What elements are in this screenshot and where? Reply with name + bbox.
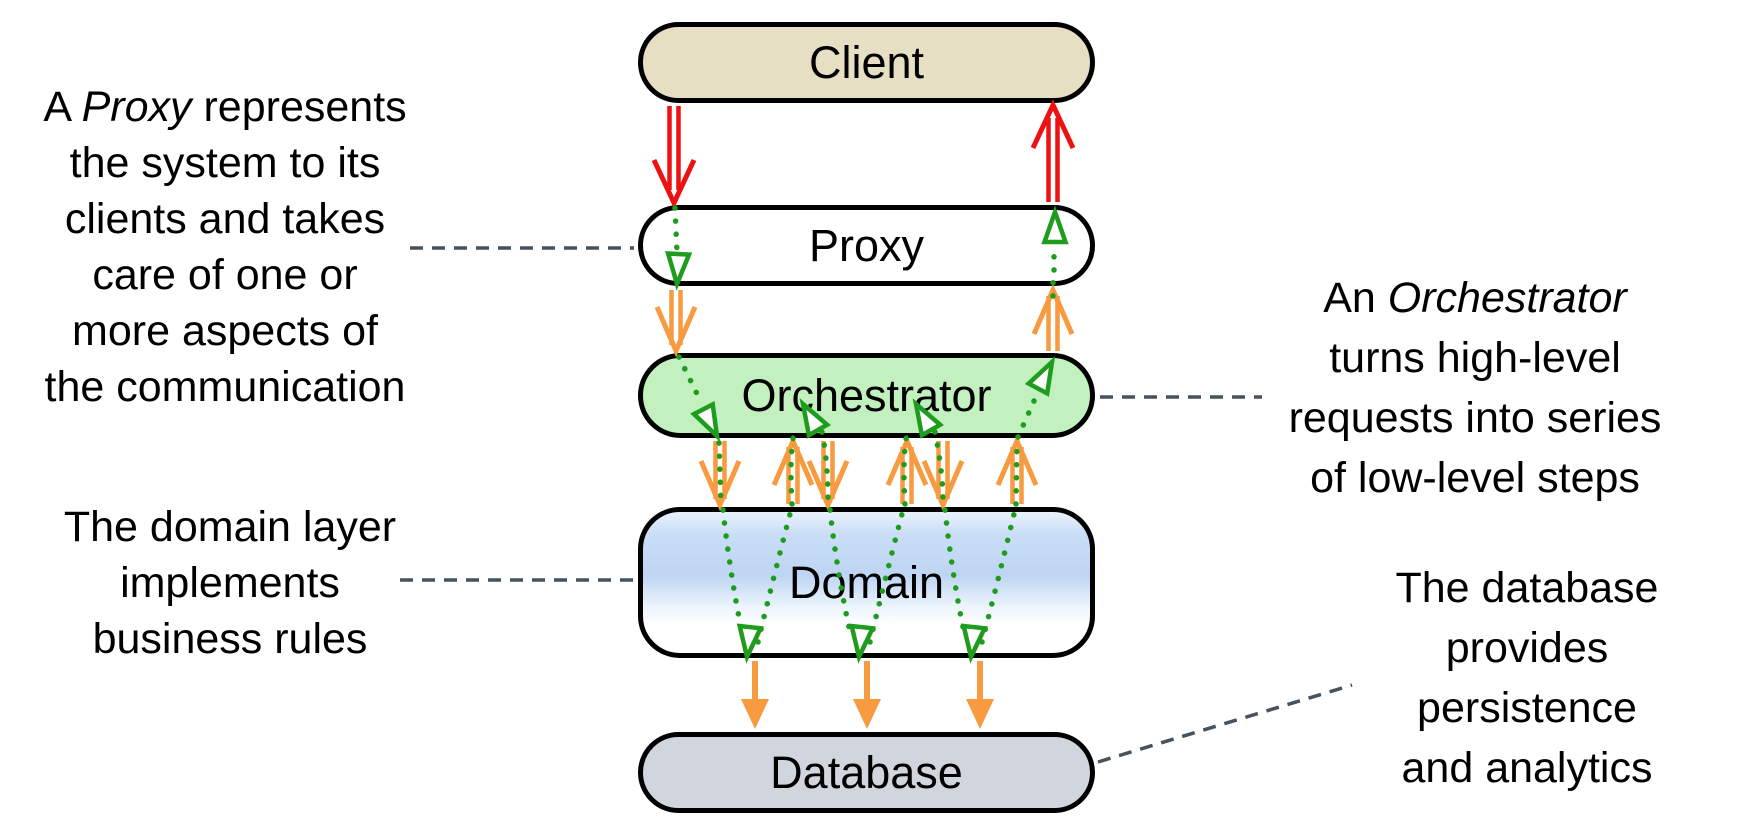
proxy-note-line1: A Proxy represents (43, 83, 407, 131)
proxy-note-line5: more aspects of (72, 307, 378, 355)
layer-box-database: Database (638, 732, 1095, 813)
arrow-orch-domain-down-3 (921, 441, 965, 512)
domain-note-line1: The domain layer (63, 503, 397, 551)
layer-box-client: Client (638, 22, 1095, 103)
orchestrator-note-line1: An Orchestrator (1323, 274, 1627, 322)
layer-label-client: Client (808, 37, 925, 88)
layer-box-orchestrator: Orchestrator (638, 353, 1095, 438)
layer-box-domain: Domain (638, 507, 1095, 658)
layer-label-proxy: Proxy (808, 220, 925, 271)
proxy-note: A Proxy represents the system to its cli… (0, 79, 450, 415)
arrows-orchestrator-domain (698, 434, 1039, 512)
orchestrator-note: An Orchestrator turns high-level request… (1272, 268, 1678, 508)
arrow-domain-orch-up-3 (995, 434, 1039, 504)
proxy-note-line6: the communication (44, 363, 406, 411)
orchestrator-note-line3: requests into series (1288, 394, 1662, 442)
domain-note-line2: implements (120, 559, 340, 607)
arrow-domain-orch-up-2 (885, 434, 929, 504)
orchestrator-note-line2: turns high-level (1329, 334, 1621, 382)
layer-label-database: Database (770, 747, 963, 798)
database-note-line4: and analytics (1401, 744, 1653, 792)
arrow-domain-orch-up-1 (771, 434, 815, 504)
database-note-line2: provides (1445, 624, 1609, 672)
callout-lines (400, 246, 1353, 764)
database-note-line1: The database (1395, 564, 1659, 612)
database-note-connector (1097, 683, 1353, 764)
arrow-proxy-to-client-up (1030, 99, 1076, 202)
proxy-note-line3: clients and takes (64, 195, 386, 243)
arrow-domain-db-1 (741, 661, 769, 729)
database-note-line3: persistence (1417, 684, 1637, 732)
arrow-domain-db-2 (853, 661, 881, 729)
domain-note: The domain layer implements business rul… (10, 499, 450, 667)
database-note: The database provides persistence and an… (1342, 558, 1712, 798)
arrow-domain-db-3 (966, 661, 994, 729)
orchestrator-note-line4: of low-level steps (1310, 454, 1640, 502)
arrow-orchestrator-to-proxy-up (1031, 283, 1075, 351)
arrows-domain-database (741, 661, 994, 729)
arrow-proxy-to-orchestrator-down (654, 290, 698, 358)
layer-label-domain: Domain (788, 557, 945, 608)
domain-note-line3: business rules (92, 615, 368, 663)
layer-label-orchestrator: Orchestrator (741, 370, 992, 421)
arrow-client-to-proxy-down (651, 106, 697, 209)
arrow-orch-domain-down-2 (806, 441, 850, 512)
layer-box-proxy: Proxy (638, 205, 1095, 286)
proxy-note-line4: care of one or (92, 251, 358, 299)
arrow-orch-domain-down-1 (698, 441, 742, 512)
proxy-note-line2: the system to its (69, 139, 381, 187)
